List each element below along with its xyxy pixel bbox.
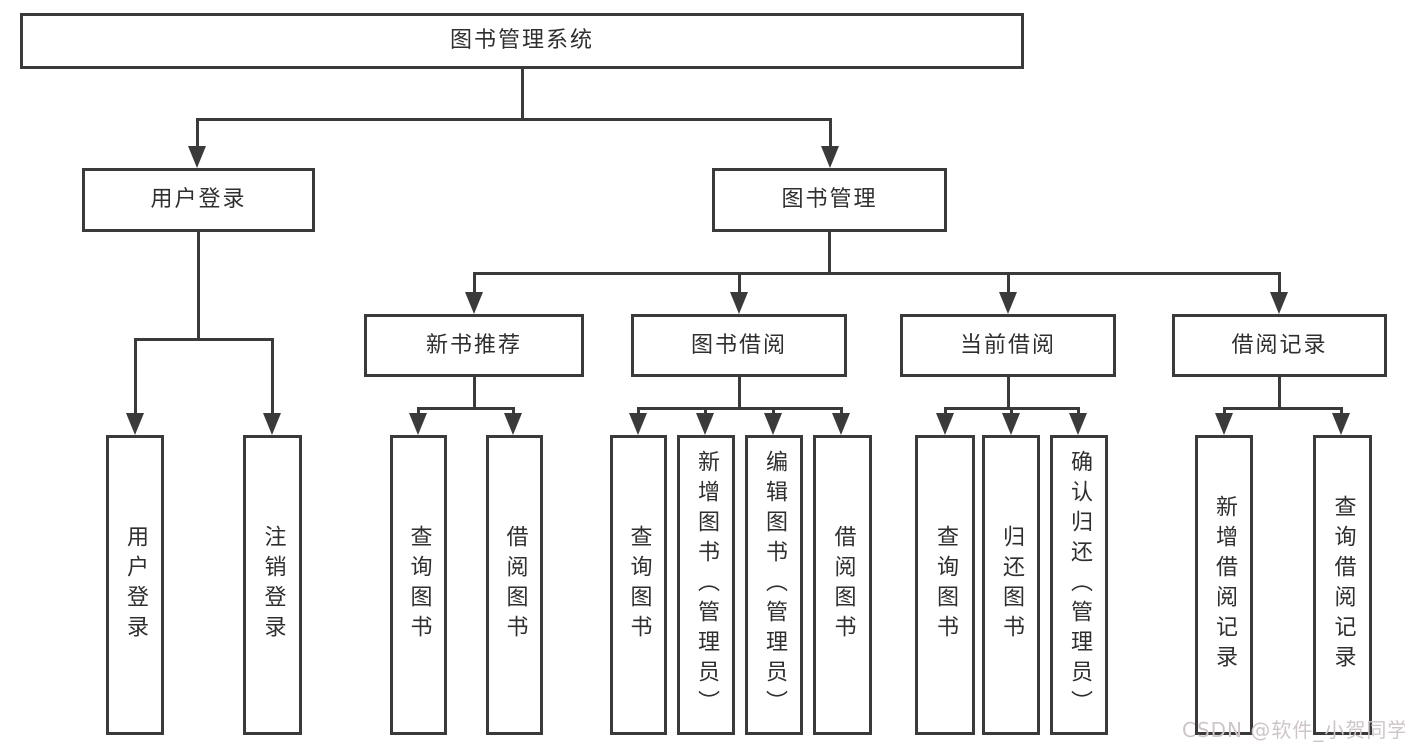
arrowhead-cb-leaf-2 <box>1002 413 1020 435</box>
leaf-query-books-3: 查询图书 <box>915 435 975 735</box>
leaf-borrow-books-2: 借阅图书 <box>813 435 872 735</box>
connector-root-stub <box>521 69 524 118</box>
connector-nbr-bar <box>417 407 515 410</box>
connector-br-bar <box>1223 407 1343 410</box>
connector-user-login-drop-2 <box>271 338 274 413</box>
node-book-borrow: 图书借阅 <box>631 314 847 377</box>
node-root-system: 图书管理系统 <box>20 13 1024 69</box>
leaf-query-borrow-record-label: 查询借阅记录 <box>1330 495 1356 675</box>
connector-bb-drop-1 <box>637 407 640 415</box>
node-current-borrow: 当前借阅 <box>900 314 1116 377</box>
arrowhead-to-borrow-records <box>1270 292 1288 314</box>
connector-user-login-bar <box>134 338 274 341</box>
leaf-confirm-return-admin: 确认归还（管理员） <box>1050 435 1108 735</box>
leaf-edit-books-admin: 编辑图书（管理员） <box>745 435 803 735</box>
connector-nbr-drop-2 <box>512 407 515 415</box>
leaf-query-books-1: 查询图书 <box>390 435 447 735</box>
connector-cb-drop-3 <box>1077 407 1080 415</box>
leaf-edit-books-admin-label: 编辑图书（管理员） <box>762 450 787 720</box>
leaf-return-books-label: 归还图书 <box>999 525 1024 645</box>
arrowhead-cb-leaf-1 <box>936 413 954 435</box>
arrowhead-to-user-login <box>188 146 206 168</box>
arrowhead-nbr-leaf-2 <box>504 413 522 435</box>
connector-book-mgmt-bar <box>473 272 1281 275</box>
arrowhead-to-leaf-logout <box>263 413 281 435</box>
leaf-query-borrow-record: 查询借阅记录 <box>1313 435 1372 735</box>
connector-br-stub <box>1278 377 1281 407</box>
leaf-add-books-admin: 新增图书（管理员） <box>677 435 735 735</box>
connector-br-drop-2 <box>1340 407 1343 415</box>
leaf-add-borrow-record: 新增借阅记录 <box>1195 435 1253 735</box>
arrowhead-nbr-leaf-1 <box>409 413 427 435</box>
leaf-query-books-3-label: 查询图书 <box>933 525 958 645</box>
leaf-borrow-books-1-label: 借阅图书 <box>502 525 528 645</box>
arrowhead-to-current-borrow <box>999 292 1017 314</box>
node-new-book-recommend: 新书推荐 <box>364 314 584 377</box>
arrowhead-bb-leaf-4 <box>832 413 850 435</box>
arrowhead-bb-leaf-1 <box>629 413 647 435</box>
connector-bb-drop-2 <box>704 407 707 415</box>
arrowhead-to-book-borrow <box>730 292 748 314</box>
connector-user-login-drop-1 <box>134 338 137 413</box>
arrowhead-to-book-management <box>821 146 839 168</box>
connector-cb-drop-2 <box>1010 407 1013 415</box>
node-user-login: 用户登录 <box>82 168 315 232</box>
node-book-management-label: 图书管理 <box>781 187 878 212</box>
leaf-user-login-label: 用户登录 <box>123 525 148 645</box>
leaf-query-books-1-label: 查询图书 <box>406 525 432 645</box>
connector-bm-drop-2 <box>738 272 741 292</box>
leaf-add-books-admin-label: 新增图书（管理员） <box>694 450 719 720</box>
connector-bm-drop-1 <box>473 272 476 292</box>
connector-nbr-drop-1 <box>417 407 420 415</box>
connector-cb-stub <box>1007 377 1010 407</box>
node-borrow-records: 借阅记录 <box>1172 314 1387 377</box>
connector-bb-drop-4 <box>840 407 843 415</box>
connector-bb-stub <box>738 377 741 407</box>
connector-nbr-stub <box>473 377 476 407</box>
connector-bm-drop-3 <box>1007 272 1010 292</box>
connector-root-right-drop <box>829 118 832 146</box>
connector-br-drop-1 <box>1223 407 1226 415</box>
connector-bm-drop-4 <box>1278 272 1281 292</box>
node-user-login-label: 用户登录 <box>150 187 247 212</box>
leaf-confirm-return-admin-label: 确认归还（管理员） <box>1067 450 1092 720</box>
connector-cb-drop-1 <box>944 407 947 415</box>
connector-bb-bar <box>637 407 843 410</box>
node-book-borrow-label: 图书借阅 <box>690 332 787 358</box>
arrowhead-to-new-book-recommend <box>465 292 483 314</box>
leaf-add-borrow-record-label: 新增借阅记录 <box>1212 495 1237 675</box>
arrowhead-to-leaf-user-login <box>126 413 144 435</box>
leaf-return-books: 归还图书 <box>982 435 1040 735</box>
connector-book-mgmt-stub <box>828 232 831 272</box>
arrowhead-cb-leaf-3 <box>1069 413 1087 435</box>
arrowhead-br-leaf-1 <box>1215 413 1233 435</box>
node-new-book-recommend-label: 新书推荐 <box>425 332 522 358</box>
node-borrow-records-label: 借阅记录 <box>1231 332 1328 358</box>
node-book-management: 图书管理 <box>712 168 947 232</box>
leaf-logout-label: 注销登录 <box>260 525 286 645</box>
csdn-watermark: CSDN @软件_小贺同学 <box>1182 718 1405 742</box>
leaf-query-books-2: 查询图书 <box>610 435 667 735</box>
arrowhead-bb-leaf-3 <box>764 413 782 435</box>
leaf-logout: 注销登录 <box>243 435 302 735</box>
node-root-label: 图书管理系统 <box>449 28 594 53</box>
connector-root-bar <box>196 118 832 121</box>
node-current-borrow-label: 当前借阅 <box>959 332 1056 358</box>
connector-user-login-stub <box>197 232 200 338</box>
arrowhead-br-leaf-2 <box>1332 413 1350 435</box>
leaf-borrow-books-2-label: 借阅图书 <box>830 525 856 645</box>
leaf-borrow-books-1: 借阅图书 <box>486 435 543 735</box>
leaf-query-books-2-label: 查询图书 <box>626 525 652 645</box>
connector-root-left-drop <box>196 118 199 146</box>
arrowhead-bb-leaf-2 <box>696 413 714 435</box>
connector-bb-drop-3 <box>772 407 775 415</box>
leaf-user-login: 用户登录 <box>106 435 164 735</box>
